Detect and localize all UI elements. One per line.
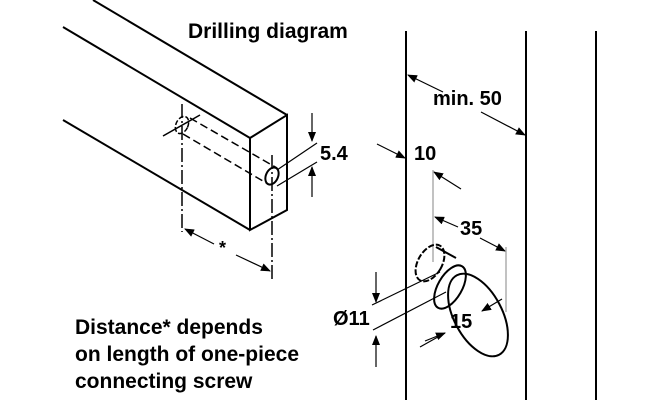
edge-distance-label: 10: [414, 143, 437, 165]
distance-label: *: [219, 238, 227, 258]
note-line-2: on length of one-piece: [75, 343, 299, 366]
diameter-label: Ø11: [333, 308, 370, 330]
note-line-1: Distance* depends: [75, 316, 263, 339]
min-width-label: min. 50: [433, 88, 502, 110]
diagram-title: Drilling diagram: [188, 20, 348, 43]
recess-label: 15: [450, 311, 473, 333]
rail-profile: [62, 0, 288, 232]
note-line-3: connecting screw: [75, 370, 253, 393]
cam-hole: [414, 243, 509, 358]
panel-lines: [405, 31, 597, 400]
hole-lines: [162, 104, 280, 280]
depth-label: 35: [460, 218, 483, 240]
hole-offset-label: 5.4: [320, 143, 348, 165]
